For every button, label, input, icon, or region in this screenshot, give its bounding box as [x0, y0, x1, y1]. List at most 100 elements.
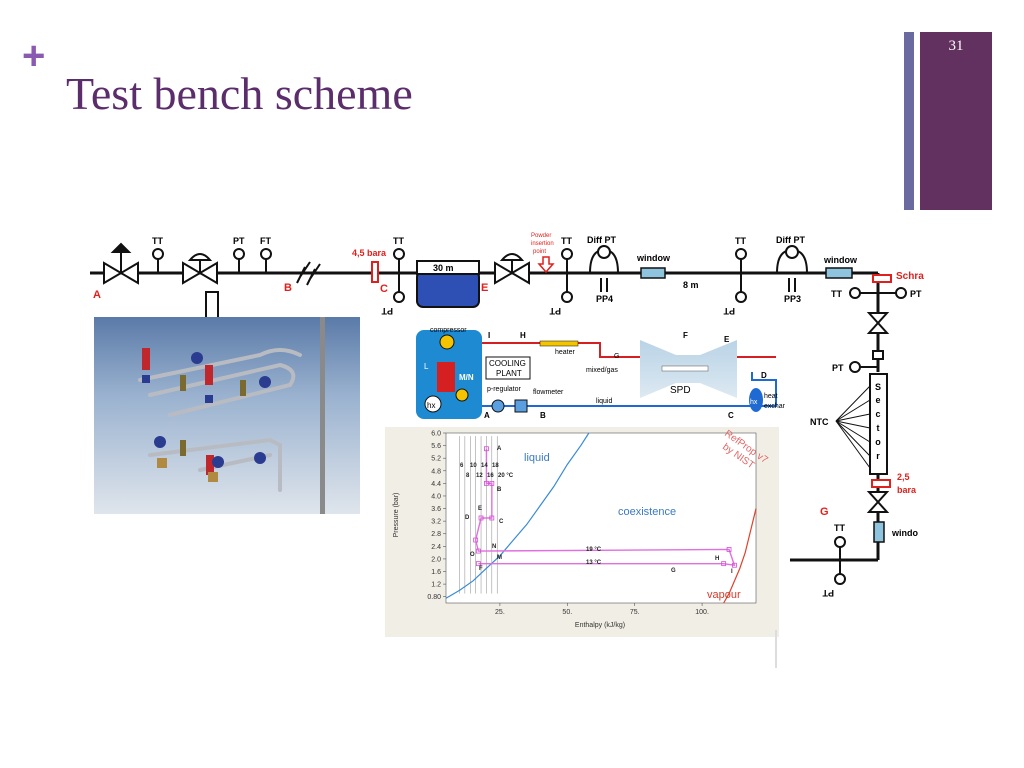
pipe-break-icon	[296, 261, 321, 286]
region-label-liquid: liquid	[524, 452, 550, 464]
tt-label: TT	[735, 236, 746, 246]
isotherm-label: 14	[481, 463, 488, 469]
diff-pt-sensor-icon	[589, 245, 619, 292]
heater-icon	[539, 340, 579, 347]
tank-lid	[416, 260, 480, 275]
y-tick-label: 3.6	[431, 506, 441, 513]
point-label: G	[671, 568, 676, 574]
pp4-label: PP4	[596, 294, 613, 304]
cooling-plant-label-2: PLANT	[496, 369, 522, 378]
plus-mark: +	[22, 34, 46, 78]
ntc-label: NTC	[810, 417, 829, 427]
tt-pt-sensor-pair	[834, 536, 846, 585]
cycle-point	[489, 480, 495, 486]
length-label: 8 m	[683, 280, 699, 290]
heat-exchanger-icon	[749, 388, 763, 412]
slide-number: 31	[948, 38, 964, 54]
pressure-relief-unit: bara	[897, 485, 917, 495]
y-tick-label: 6.0	[431, 431, 441, 438]
pt-label: PT	[233, 236, 245, 246]
tank-length-label: 30 m	[433, 263, 454, 273]
isotherm-label: 10	[470, 463, 477, 469]
point-d-label: D	[761, 371, 767, 380]
point-label: N	[492, 544, 496, 550]
y-tick-label: 3.2	[431, 519, 441, 526]
pressure-relief-label: 4,5 bara	[352, 248, 387, 258]
point-a-label: A	[93, 289, 101, 301]
window-label: window	[823, 255, 858, 265]
y-tick-label: 4.0	[431, 493, 441, 500]
hx-label: hx	[750, 399, 758, 406]
point-label: O	[470, 552, 475, 558]
pt-label: PT	[549, 306, 561, 316]
spd-label: SPD	[670, 385, 691, 396]
valve-icon	[103, 242, 139, 285]
powder-label-2: insertion	[531, 241, 554, 247]
sector-letter: o	[875, 437, 881, 447]
cycle-point	[489, 515, 495, 521]
tt-pt-sensor-pair	[735, 248, 747, 303]
powder-label-3: point	[533, 249, 546, 255]
point-b-label: B	[540, 411, 546, 420]
point-label: A	[497, 446, 502, 452]
point-label: H	[715, 556, 719, 562]
point-g-label: G	[820, 506, 829, 518]
window-label: window	[636, 253, 671, 263]
line-label-19: 19 °C	[586, 547, 602, 553]
isotherm-label: 8	[466, 473, 470, 479]
hx-label: hx	[427, 401, 435, 410]
point-label: M	[497, 555, 502, 561]
point-label: D	[465, 515, 470, 521]
tt-pt-sensor-pair	[393, 248, 405, 303]
liquid-label: liquid	[596, 398, 612, 405]
point-g-label: G	[614, 353, 619, 360]
relief-valve-icon	[371, 261, 379, 283]
point-label: C	[499, 519, 504, 525]
y-axis: 6.05.65.24.84.44.03.63.22.82.42.01.61.20…	[427, 431, 446, 601]
cycle-point	[475, 561, 481, 567]
y-tick-label: 0.80	[427, 594, 441, 601]
sector-letter: S	[875, 382, 881, 392]
diff-pt-sensor-icon	[776, 245, 808, 292]
point-label: B	[497, 487, 502, 493]
sector-letter: e	[875, 395, 880, 405]
sector-letter: r	[876, 451, 880, 461]
flowmeter-icon	[514, 399, 528, 413]
y-tick-label: 5.2	[431, 456, 441, 463]
mn-label: M/N	[459, 373, 474, 382]
cycle-point	[473, 537, 479, 543]
pt-sensor-icon	[849, 350, 884, 373]
point-label: F	[479, 566, 483, 572]
cycle-point	[484, 446, 489, 452]
tt-pt-sensor-pair	[561, 248, 573, 303]
pt-label: PT	[381, 306, 393, 316]
pt-sensor-icon	[233, 248, 245, 273]
point-i-label: I	[488, 331, 490, 340]
point-e-label: E	[724, 335, 730, 344]
y-tick-label: 2.0	[431, 556, 441, 563]
pt-label: PT	[832, 363, 844, 373]
y-tick-label: 5.6	[431, 443, 441, 450]
y-axis-label: Pressure (bar)	[393, 493, 400, 538]
decor-bar-thick	[920, 32, 992, 210]
right-pipe-line	[790, 300, 880, 562]
diff-pt-label: Diff PT	[587, 235, 616, 245]
tt-label: TT	[152, 236, 163, 246]
isotherm-label: 6	[460, 463, 464, 469]
ft-sensor-icon	[260, 248, 272, 273]
compressor-icon	[439, 334, 455, 350]
pump-icon	[455, 388, 469, 402]
x-tick-label: 50.	[562, 609, 572, 616]
x-tick-label: 100.	[695, 609, 709, 616]
window-icon	[825, 267, 853, 279]
point-a-label: A	[484, 411, 490, 420]
point-h-label: H	[520, 331, 526, 340]
sector-letter: t	[877, 423, 880, 433]
line-label-13: 13 °C	[586, 560, 602, 566]
cooling-plant-label: COOLING	[489, 359, 526, 368]
y-tick-label: 2.8	[431, 531, 441, 538]
window-icon	[640, 267, 666, 279]
p-regulator-icon	[491, 399, 505, 413]
sector-box	[869, 373, 888, 475]
series-line-vapour	[723, 508, 757, 604]
